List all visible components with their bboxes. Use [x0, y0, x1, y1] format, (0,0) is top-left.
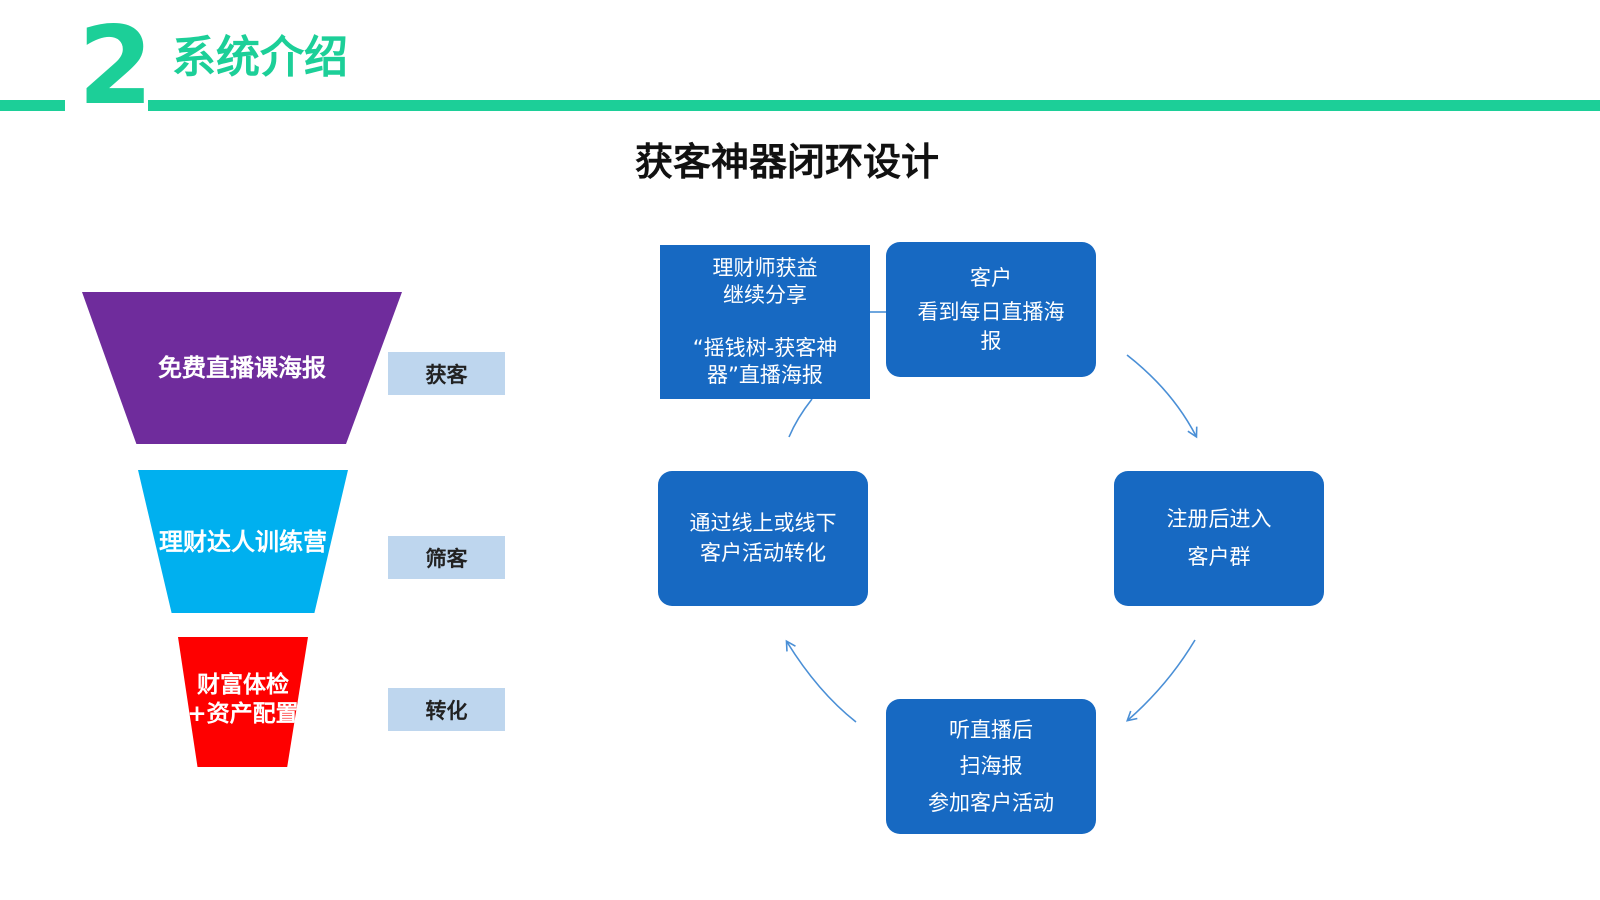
diagram-title: 获客神器闭环设计 [634, 140, 939, 184]
funnel-stage-3-label-line-1: 财富体检 [197, 672, 289, 699]
section-title: 系统介绍 [172, 32, 348, 83]
node-left-line-1: 通过线上或线下 [689, 511, 837, 536]
sharing-box-line-3: “摇钱树-获客神 [692, 336, 838, 360]
sharing-benefit-box: 理财师获益 继续分享 “摇钱树-获客神 器”直播海报 [660, 245, 870, 399]
node-top-line-3: 报 [980, 328, 1002, 353]
cycle-node-customer-sees-poster: 客户 看到每日直播海 报 [886, 242, 1096, 377]
node-right-line-1: 注册后进入 [1166, 507, 1272, 532]
cycle-node-attend-activity: 听直播后 扫海报 参加客户活动 [886, 699, 1096, 834]
node-top-line-2: 看到每日直播海 [917, 300, 1065, 325]
funnel-tag-filter: 筛客 [388, 536, 505, 579]
funnel-stage-2-label: 理财达人训练营 [159, 527, 327, 556]
node-bottom-line-1: 听直播后 [949, 717, 1033, 742]
arrow-right-to-bottom [1126, 639, 1196, 722]
funnel-stage-3: 财富体检 +资产配置 [178, 637, 308, 767]
funnel-stage-2: 理财达人训练营 [138, 470, 348, 613]
cycle-node-register-join-group: 注册后进入 客户群 [1114, 471, 1324, 606]
connector-left-to-box [788, 398, 813, 438]
arrow-bottom-to-left [785, 639, 857, 723]
funnel-tag-convert: 转化 [388, 688, 505, 731]
sharing-box-line-2: 继续分享 [723, 283, 807, 308]
header-divider-right [148, 100, 1600, 111]
node-top-line-1: 客户 [970, 265, 1012, 290]
header-divider-left [0, 100, 65, 111]
funnel-stage-1-label: 免费直播课海报 [158, 354, 326, 382]
funnel-stage-3-label-line-2: +资产配置 [187, 701, 299, 727]
sharing-box-line-1: 理财师获益 [712, 256, 818, 281]
funnel-stage-1: 免费直播课海报 [82, 292, 402, 444]
node-left-line-2: 客户活动转化 [700, 540, 826, 565]
node-right-line-2: 客户群 [1187, 544, 1251, 569]
node-bottom-line-2: 扫海报 [959, 754, 1023, 779]
cycle-node-convert-customer: 通过线上或线下 客户活动转化 [658, 471, 868, 606]
section-number: 2 [78, 4, 153, 129]
sharing-box-line-4: 器”直播海报 [707, 362, 823, 387]
arrow-top-to-right [1126, 354, 1198, 439]
node-bottom-line-3: 参加客户活动 [928, 790, 1054, 815]
funnel-tag-acquire: 获客 [388, 352, 505, 395]
